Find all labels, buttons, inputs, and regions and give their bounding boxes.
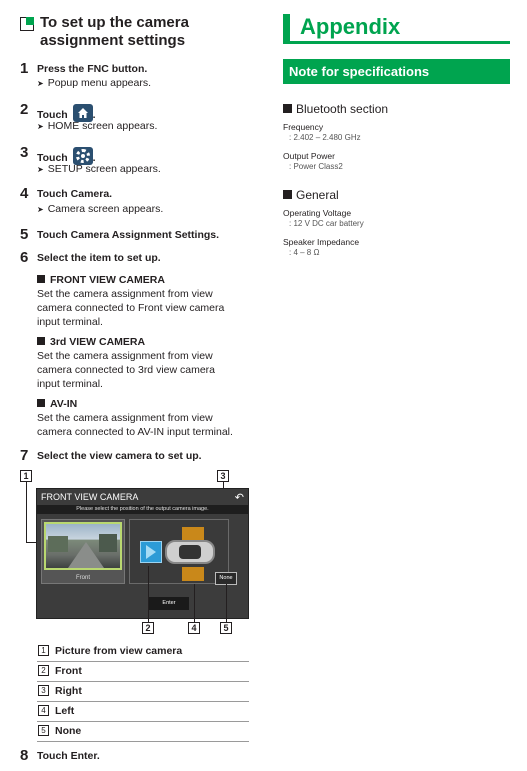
step-number: 2 xyxy=(20,101,29,118)
page-title: Appendix xyxy=(300,14,401,39)
appendix-header: Appendix xyxy=(283,14,510,44)
step-number: 5 xyxy=(20,226,29,243)
front-label: Front xyxy=(75,575,90,581)
frequency-value: : 2.402 – 2.480 GHz xyxy=(289,133,361,142)
camera-preview-panel: Front xyxy=(41,519,125,584)
operating-voltage-value: : 12 V DC car battery xyxy=(289,219,364,228)
step-number: 1 xyxy=(20,60,29,77)
enter-button[interactable]: Enter xyxy=(149,597,189,610)
general-heading: General xyxy=(283,188,339,202)
operating-voltage-label: Operating Voltage xyxy=(283,208,352,218)
appendix-accent xyxy=(283,14,290,44)
setup-gear-icon xyxy=(72,147,93,165)
speaker-impedance-label: Speaker Impedance xyxy=(283,237,360,247)
step-number: 4 xyxy=(20,185,29,202)
step-result: ➤Popup menu appears. xyxy=(37,77,152,89)
right-position-button[interactable] xyxy=(182,527,204,541)
bluetooth-heading: Bluetooth section xyxy=(283,102,388,116)
screen-prompt: Please select the position of the output… xyxy=(37,505,248,514)
bullet-square-icon xyxy=(37,275,45,283)
left-position-button[interactable] xyxy=(182,567,204,581)
callout-4-line xyxy=(194,584,195,622)
speaker-impedance-value: : 4 – 8 Ω xyxy=(289,248,320,257)
callout-1-line xyxy=(26,482,27,542)
step-number: 8 xyxy=(20,747,29,764)
fnc-keyword: FNC xyxy=(87,63,109,75)
car-icon xyxy=(165,540,215,564)
callout-2: 2 xyxy=(142,622,154,634)
result-arrow-icon: ➤ xyxy=(37,165,44,174)
enter-keyword: Enter xyxy=(70,750,97,762)
callout-1-line-h xyxy=(26,542,42,543)
step-number: 7 xyxy=(20,447,29,464)
note-header: Note for specifications xyxy=(283,59,510,84)
output-power-value: : Power Class2 xyxy=(289,162,343,171)
home-button-icon xyxy=(72,104,93,122)
camera-assignment-screen: FRONT VIEW CAMERA ↶ Please select the po… xyxy=(36,488,249,619)
note-title: Note for specifications xyxy=(289,64,430,79)
step-result: ➤HOME screen appears. xyxy=(37,120,158,132)
bullet-square-icon xyxy=(283,104,292,113)
bullet-square-icon xyxy=(37,337,45,345)
camera-keyword: Camera xyxy=(70,188,110,200)
option-front-view-camera: FRONT VIEW CAMERA Set the camera assignm… xyxy=(37,274,225,328)
result-arrow-icon: ➤ xyxy=(37,122,44,131)
frequency-label: Frequency xyxy=(283,122,324,132)
camera-assignment-keyword: Camera Assignment Settings xyxy=(70,229,217,241)
result-arrow-icon: ➤ xyxy=(37,205,44,214)
option-3rd-view-camera: 3rd VIEW CAMERA Set the camera assignmen… xyxy=(37,336,216,390)
bullet-square-icon xyxy=(37,399,45,407)
callout-5: 5 xyxy=(220,622,232,634)
section-title: To set up the camera assignment settings xyxy=(40,14,189,49)
step-number: 3 xyxy=(20,144,29,161)
step-result: ➤Camera screen appears. xyxy=(37,203,164,215)
result-arrow-icon: ➤ xyxy=(37,79,44,88)
callout-1: 1 xyxy=(20,470,32,482)
step-number: 6 xyxy=(20,249,29,266)
front-position-button[interactable] xyxy=(140,541,162,563)
section-icon xyxy=(20,17,34,31)
callout-5-line xyxy=(226,584,227,622)
callout-2-line xyxy=(148,566,149,622)
back-arrow-icon[interactable]: ↶ xyxy=(234,492,244,504)
step-result: ➤SETUP screen appears. xyxy=(37,163,161,175)
bullet-square-icon xyxy=(283,190,292,199)
callout-3: 3 xyxy=(217,470,229,482)
output-power-label: Output Power xyxy=(283,151,335,161)
callout-4: 4 xyxy=(188,622,200,634)
screen-title: FRONT VIEW CAMERA xyxy=(41,492,139,502)
option-av-in: AV-IN Set the camera assignment from vie… xyxy=(37,398,233,438)
camera-picture xyxy=(44,522,122,570)
